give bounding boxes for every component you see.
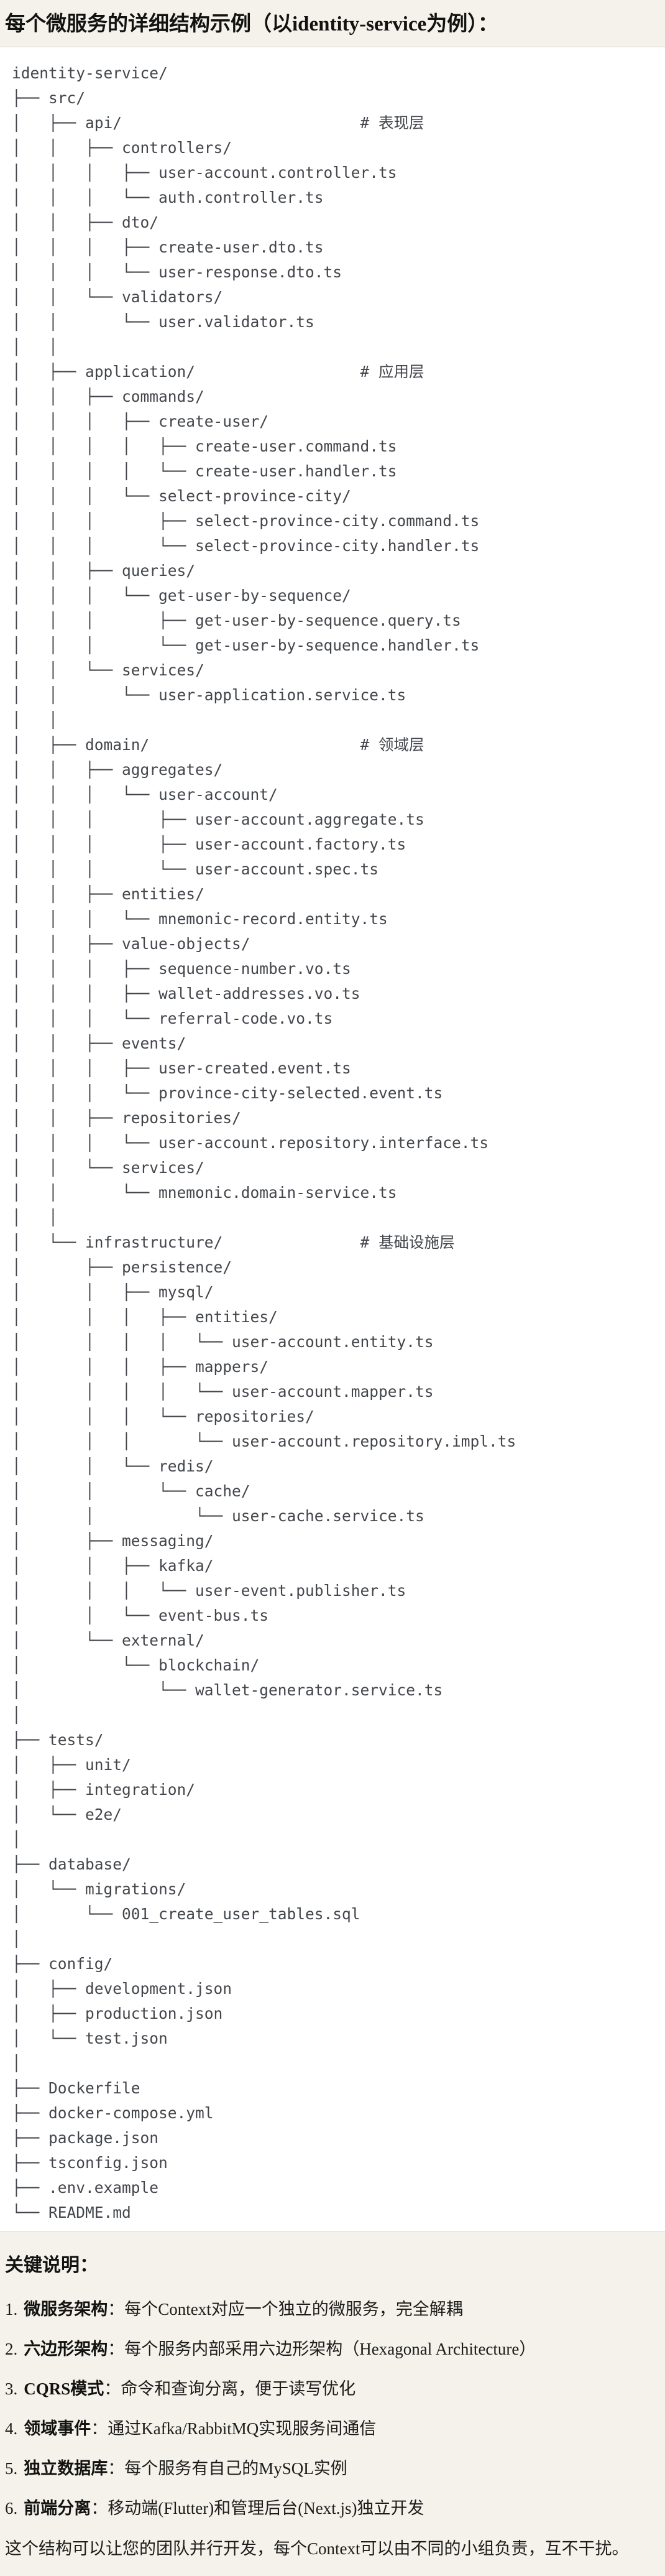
note-item: 3. CQRS模式：命令和查询分离，便于读写优化 <box>5 2379 658 2398</box>
note-item: 2. 六边形架构：每个服务内部采用六边形架构（Hexagonal Architec… <box>5 2340 658 2358</box>
note-term: 领域事件 <box>24 2419 91 2438</box>
note-number: 5. <box>5 2458 18 2478</box>
note-number: 3. <box>5 2379 18 2398</box>
note-desc: ：通过Kafka/RabbitMQ实现服务间通信 <box>91 2419 377 2438</box>
note-desc: ：每个服务内部采用六边形架构（Hexagonal Architecture） <box>108 2339 536 2358</box>
notes-section: 关键说明： 1. 微服务架构：每个Context对应一个独立的微服务，完全解耦 2.… <box>0 2254 665 2576</box>
note-desc: ：命令和查询分离，便于读写优化 <box>104 2379 356 2398</box>
note-desc: ：移动端(Flutter)和管理后台(Next.js)独立开发 <box>91 2498 424 2518</box>
notes-heading: 关键说明： <box>5 2254 98 2276</box>
note-term: 前端分离 <box>24 2498 91 2518</box>
note-desc: ：每个服务有自己的MySQL实例 <box>108 2458 347 2478</box>
note-term: 六边形架构 <box>24 2339 108 2358</box>
closing-paragraph: 这个结构可以让您的团队并行开发，每个Context可以由不同的小组负责，互不干扰… <box>5 2539 629 2558</box>
note-term: 微服务架构 <box>24 2299 108 2319</box>
note-item: 4. 领域事件：通过Kafka/RabbitMQ实现服务间通信 <box>5 2419 658 2438</box>
code-block: identity-service/ ├── src/ │ ├── api/ # … <box>0 46 665 2232</box>
note-term: 独立数据库 <box>24 2458 108 2478</box>
note-item: 6. 前端分离：移动端(Flutter)和管理后台(Next.js)独立开发 <box>5 2499 658 2518</box>
note-desc: ：每个Context对应一个独立的微服务，完全解耦 <box>108 2299 463 2319</box>
directory-tree: identity-service/ ├── src/ │ ├── api/ # … <box>12 63 516 2222</box>
note-item: 1. 微服务架构：每个Context对应一个独立的微服务，完全解耦 <box>5 2300 658 2319</box>
note-item: 5. 独立数据库：每个服务有自己的MySQL实例 <box>5 2459 658 2478</box>
note-number: 4. <box>5 2419 18 2438</box>
note-term: CQRS模式 <box>24 2379 104 2398</box>
note-number: 6. <box>5 2498 18 2518</box>
note-number: 2. <box>5 2339 18 2358</box>
page-title: 每个微服务的详细结构示例（以identity-service为例）： <box>5 13 498 35</box>
note-number: 1. <box>5 2299 18 2319</box>
